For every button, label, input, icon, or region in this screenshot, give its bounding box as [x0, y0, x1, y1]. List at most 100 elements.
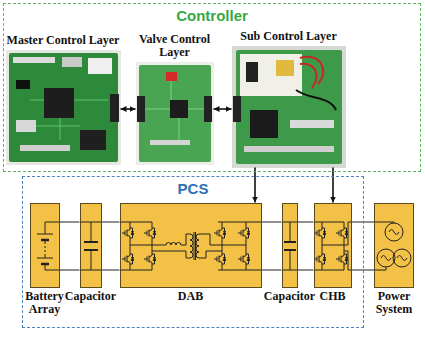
power-wire	[102, 222, 120, 270]
pin-header	[244, 146, 334, 152]
control-board: Valve Control Layer	[136, 62, 214, 165]
block-label: Valve Control Layer	[133, 33, 217, 59]
photo-ground	[232, 46, 346, 168]
block-label: CHB	[313, 290, 353, 303]
component	[62, 57, 82, 67]
chip	[44, 88, 74, 118]
grid-symbol	[374, 203, 414, 288]
wire	[282, 222, 298, 270]
sub-board-photo	[232, 46, 346, 168]
pin-header	[150, 140, 190, 145]
block-fill	[314, 203, 352, 288]
switch-symbol	[122, 226, 134, 240]
chip	[80, 130, 106, 150]
group-title: Controller	[4, 7, 420, 24]
connector	[233, 96, 241, 122]
inductor-symbol	[130, 234, 190, 258]
block-fill	[120, 203, 262, 288]
circuit-board	[9, 53, 118, 162]
component	[88, 58, 112, 74]
block-label: Master Control Layer	[0, 34, 128, 47]
switch-symbol	[336, 252, 348, 266]
capacitor-symbol	[80, 203, 102, 288]
switch-symbol	[122, 252, 134, 266]
connector	[110, 94, 119, 122]
connector	[204, 96, 212, 122]
wire	[322, 222, 352, 270]
pin-header	[20, 145, 70, 151]
master-board-photo	[6, 50, 121, 165]
wire	[199, 234, 246, 258]
transformer-part	[276, 60, 294, 76]
signal-arrow	[214, 108, 232, 110]
trace	[145, 81, 204, 140]
cell-plate	[41, 240, 49, 264]
control-board: Master Control Layer	[6, 50, 121, 165]
circuit-block: DAB	[120, 203, 262, 288]
photo-ground	[136, 62, 214, 165]
block-fill	[282, 203, 298, 288]
block-fill	[30, 203, 60, 288]
switch-symbol	[314, 226, 326, 240]
valve-board-photo	[136, 62, 214, 165]
circuit-board	[236, 50, 342, 164]
pcs-group: PCSBattery ArrayCapacitorDABCapacitorCHB	[22, 176, 364, 328]
block-fill	[80, 203, 102, 288]
circuit-board	[139, 65, 211, 162]
circuit-block: CHB	[314, 203, 352, 288]
switch-symbol	[144, 226, 156, 240]
power-wire	[262, 222, 282, 270]
switch-symbol	[238, 226, 250, 240]
block-label: Capacitor	[260, 290, 320, 303]
circuit-block: Capacitor	[80, 203, 102, 288]
block-fill	[374, 203, 414, 288]
wire	[45, 240, 46, 258]
switch-symbol	[314, 252, 326, 266]
block-label: Sub Control Layer	[224, 30, 354, 43]
group-title: PCS	[23, 180, 363, 197]
circuit-block: Battery Array	[30, 203, 60, 288]
capacitor-plate	[84, 242, 98, 250]
transformer-symbol	[196, 234, 199, 258]
sine-symbol	[381, 230, 407, 261]
cell-plate	[37, 234, 53, 258]
signal-arrow	[121, 108, 136, 110]
component	[16, 120, 36, 132]
wire	[80, 222, 102, 270]
capacitor-plate	[284, 242, 296, 250]
pin-header	[13, 57, 55, 63]
power-wire	[352, 222, 375, 270]
switch-symbol	[214, 252, 226, 266]
transformer-core	[194, 232, 196, 260]
block-label: Battery Array	[22, 290, 68, 316]
block-label: Capacitor	[61, 290, 121, 303]
transformer-symbol	[190, 234, 193, 258]
chip	[250, 110, 278, 138]
component	[246, 62, 258, 82]
switch-symbol	[144, 252, 156, 266]
chip	[16, 80, 30, 89]
component	[166, 72, 177, 81]
switch-symbol	[238, 252, 250, 266]
wire	[296, 90, 336, 110]
power-wire	[60, 222, 80, 270]
pin-header	[290, 120, 334, 128]
controller-group: ControllerMaster Control LayerValve Cont…	[3, 3, 421, 172]
circuit-block: Capacitor	[282, 203, 298, 288]
signal-arrow	[332, 168, 334, 203]
switch-symbol	[336, 226, 348, 240]
connector	[137, 96, 145, 122]
switch-symbol	[214, 226, 226, 240]
power-wire	[298, 222, 314, 270]
block-label: DAB	[161, 290, 221, 303]
photo-ground	[6, 50, 121, 165]
wire	[45, 242, 46, 256]
battery-symbol	[30, 203, 60, 288]
chb-symbol	[314, 203, 352, 288]
circuit-block: Power System	[374, 203, 414, 288]
capacitor-symbol	[282, 203, 298, 288]
power-module	[240, 54, 302, 96]
block-label: Power System	[370, 290, 418, 316]
